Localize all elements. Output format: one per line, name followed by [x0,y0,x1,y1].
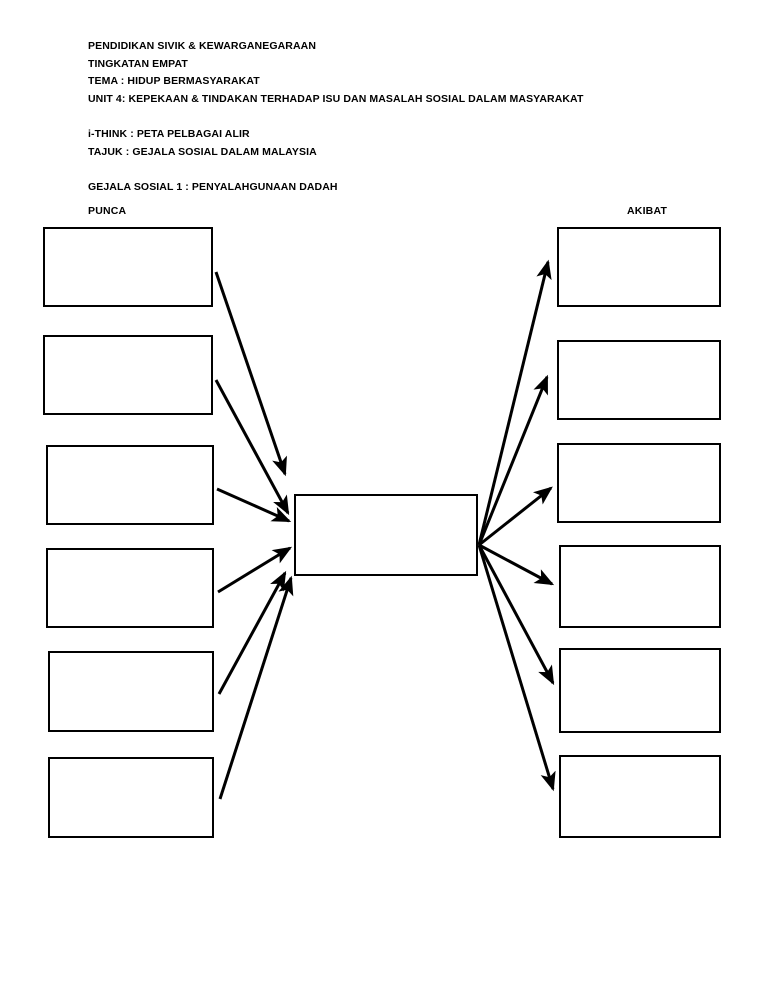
cause-box-2[interactable] [43,335,213,415]
effect-box-1[interactable] [557,227,721,307]
cause-box-6[interactable] [48,757,214,838]
header-line-ithink: i-THINK : PETA PELBAGAI ALIR [88,127,250,140]
cause-arrow-3 [216,487,292,523]
effect-box-3[interactable] [557,443,721,523]
effect-arrow-group [477,259,556,792]
effect-box-4[interactable] [559,545,721,628]
header-line-unit: UNIT 4: KEPEKAAN & TINDAKAN TERHADAP ISU… [88,92,584,105]
center-topic-box[interactable] [294,494,478,576]
header-line-subject: PENDIDIKAN SIVIK & KEWARGANEGARAAN [88,40,316,52]
cause-box-4[interactable] [46,548,214,628]
header-spacer-1 [88,108,708,126]
cause-arrow-5 [217,570,287,695]
effect-box-2[interactable] [557,340,721,420]
cause-box-1[interactable] [43,227,213,307]
header-text-block: PENDIDIKAN SIVIK & KEWARGANEGARAAN TINGK… [88,38,708,196]
effect-arrow-4 [478,543,555,586]
caption-akibat: AKIBAT [627,205,668,217]
effect-arrow-2 [477,374,549,546]
cause-arrow-group [214,271,294,800]
effect-arrow-5 [477,544,555,686]
header-line-topic: GEJALA SOSIAL 1 : PENYALAHGUNAAN DADAH [88,180,338,193]
caption-punca: PUNCA [88,205,127,217]
cause-box-5[interactable] [48,651,214,732]
header-line-theme: TEMA : HIDUP BERMASYARAKAT [88,75,260,88]
cause-arrow-2 [214,379,290,516]
effect-arrow-6 [477,544,556,792]
header-spacer-2 [88,161,708,179]
effect-arrow-3 [478,486,553,547]
effect-box-5[interactable] [559,648,721,733]
effect-arrow-1 [477,259,552,546]
cause-box-3[interactable] [46,445,214,525]
cause-arrow-4 [217,546,293,594]
cause-arrow-6 [218,575,294,800]
effect-box-6[interactable] [559,755,721,838]
cause-arrow-1 [214,271,287,477]
header-line-tajuk: TAJUK : GEJALA SOSIAL DALAM MALAYSIA [88,145,317,158]
header-line-form: TINGKATAN EMPAT [88,57,188,70]
